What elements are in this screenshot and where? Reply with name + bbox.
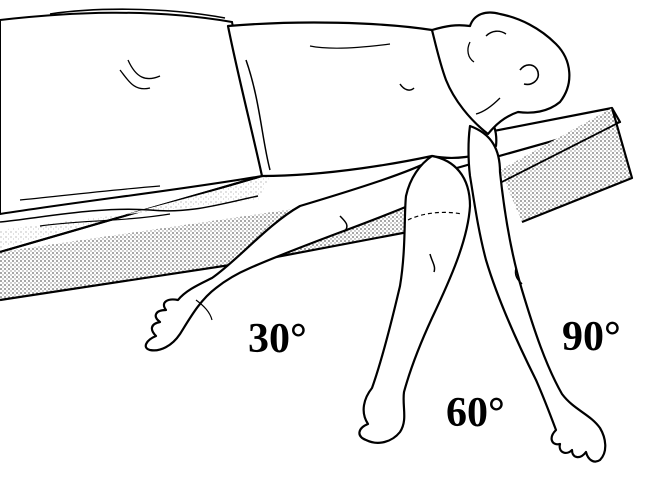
angle-label-30: 30° [248,318,307,360]
blanket [0,9,262,214]
angle-label-60: 60° [446,392,505,434]
angle-label-90: 90° [562,316,621,358]
